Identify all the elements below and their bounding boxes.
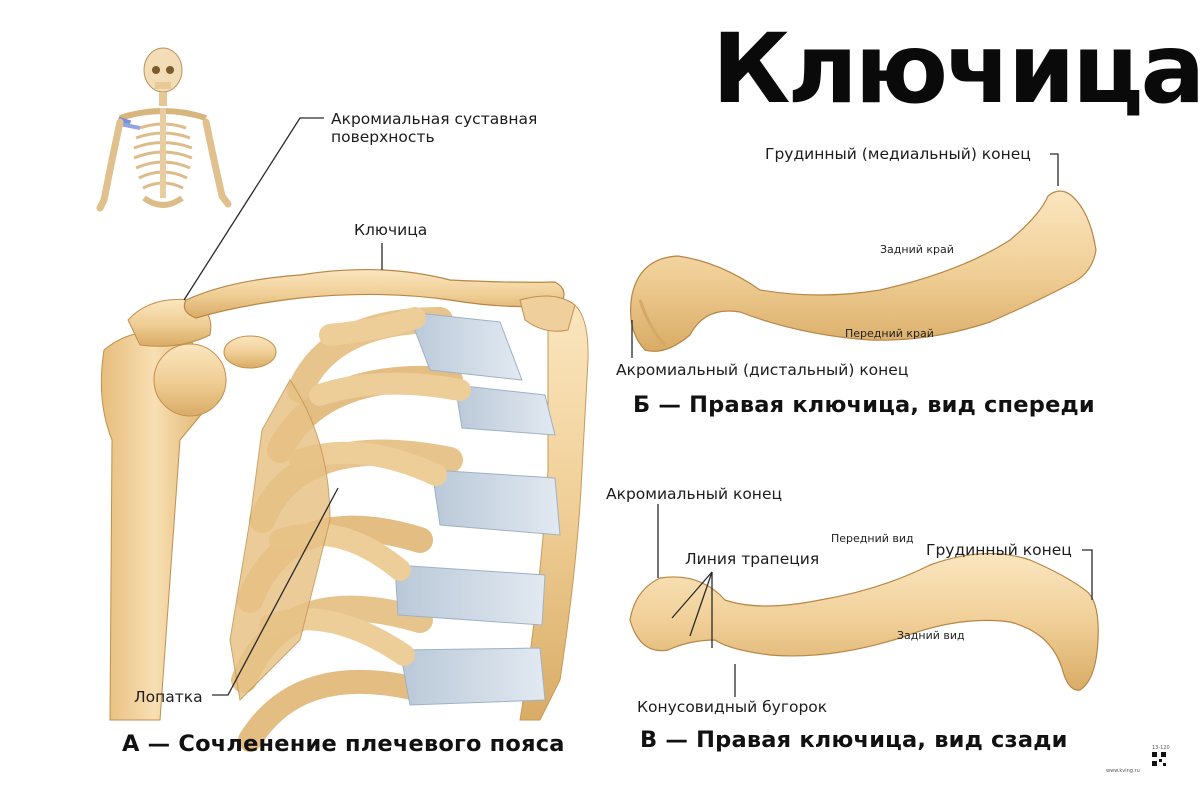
- clavicle-back-illustration: [629, 552, 1099, 691]
- leader-sternal-end-back: [1082, 549, 1093, 600]
- label-anterior-border: Передний край: [845, 327, 934, 340]
- mini-skeleton: [96, 47, 232, 212]
- leader-scapula: [212, 487, 339, 696]
- leader-sternal-end-front: [1050, 153, 1059, 186]
- caption-c: В — Правая ключица, вид сзади: [640, 727, 1068, 753]
- label-trapezoid-line: Линия трапеция: [685, 550, 820, 568]
- label-acromial-articular-surface: Акромиальная суставная поверхность: [331, 110, 537, 146]
- label-acromial-distal-end: Акромиальный (дистальный) конец: [616, 361, 909, 379]
- label-sternal-end: Грудинный конец: [926, 541, 1072, 559]
- shoulder-girdle-illustration: [100, 268, 589, 752]
- leader-trapezoid-2: [689, 571, 713, 637]
- label-anterior-view: Передний вид: [831, 532, 914, 545]
- label-conoid-tubercle: Конусовидный бугорок: [637, 698, 828, 716]
- label-scapula: Лопатка: [134, 688, 203, 706]
- label-line-1: Акромиальная суставная: [331, 110, 538, 128]
- label-posterior-border: Задний край: [880, 243, 954, 256]
- caption-a: А — Сочленение плечевого пояса: [122, 731, 565, 757]
- caption-b: Б — Правая ключица, вид спереди: [633, 392, 1095, 418]
- website: www.kving.ru: [1106, 768, 1140, 774]
- leader-trapezoid-1: [671, 571, 713, 619]
- poster-title: Ключица: [712, 13, 1200, 125]
- label-sternal-medial-end: Грудинный (медиальный) конец: [765, 145, 1031, 163]
- product-code: 13-120: [1152, 745, 1170, 751]
- label-acromial-end: Акромиальный конец: [606, 485, 783, 503]
- leader-lines: [183, 117, 1093, 697]
- label-posterior-view: Задний вид: [897, 629, 965, 642]
- qr-code: [1152, 752, 1166, 766]
- label-line-2: поверхность: [331, 128, 435, 146]
- clavicle-front-illustration: [629, 190, 1097, 352]
- label-clavicle: Ключица: [354, 221, 428, 239]
- leader-acromial-surface: [183, 117, 324, 301]
